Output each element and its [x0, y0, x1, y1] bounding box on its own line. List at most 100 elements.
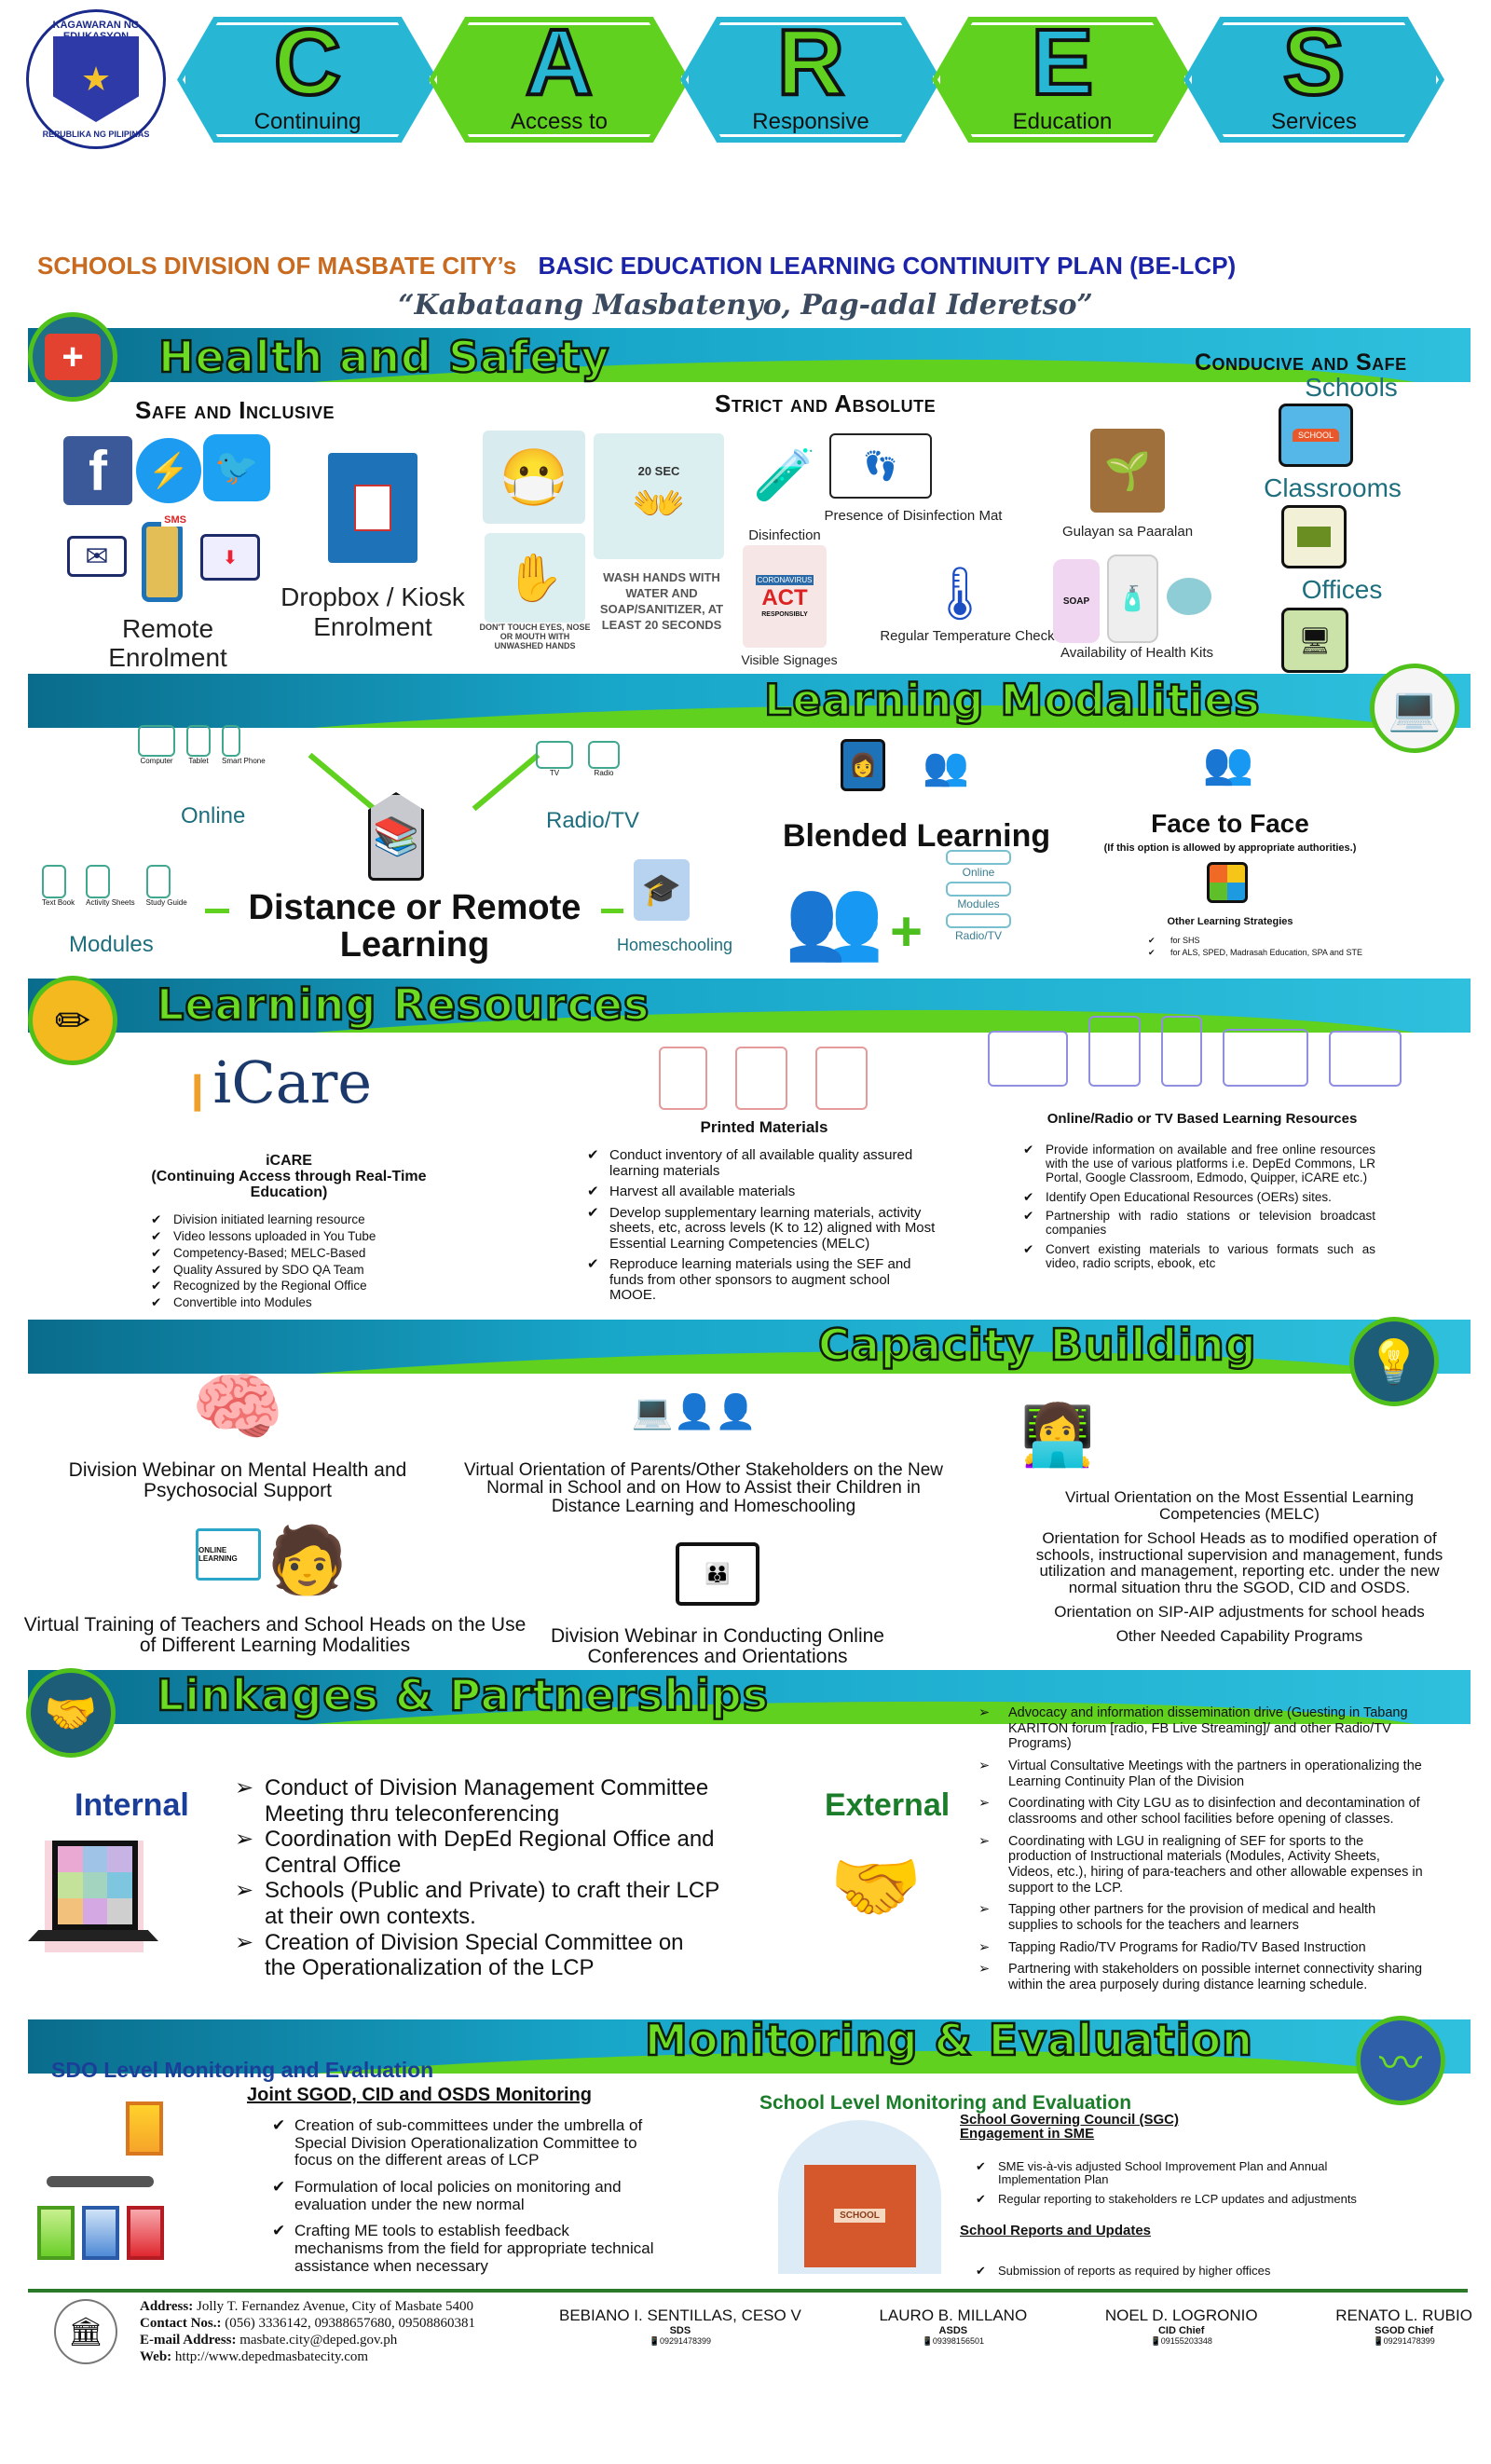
web-label: Web:: [140, 2349, 172, 2364]
external-item: Coordinating with City LGU as to disinfe…: [978, 1796, 1426, 1827]
puzzle-icon: [1207, 862, 1248, 903]
handshake-icon: 🤝: [26, 1668, 116, 1758]
web-link[interactable]: http://www.depedmasbatecity.com: [174, 2349, 369, 2364]
handwash-icon: 20 SEC👐: [594, 433, 724, 559]
capacity-program: Orientation on SIP-AIP adjustments for s…: [1054, 1603, 1425, 1622]
folder-download-icon: ⬇: [200, 534, 260, 581]
online-learning-screen-icon: ONLINE LEARNING: [196, 1528, 261, 1581]
device-label: Tablet: [188, 757, 209, 765]
official-name: NOEL D. LOGRONIO: [1104, 2307, 1258, 2324]
external-item: Tapping Radio/TV Programs for Radio/TV B…: [978, 1940, 1426, 1956]
reports-item: Submission of reports as required by hig…: [974, 2264, 1402, 2278]
cares-hex-e: E Education: [932, 17, 1193, 143]
footer-divider: [28, 2289, 1468, 2293]
timer-label: 20 SEC: [637, 463, 680, 478]
strict-absolute-heading: Strict and Absolute: [715, 390, 937, 418]
online-devices: Computer Tablet Smart Phone: [138, 725, 266, 765]
cares-word: Services: [1270, 109, 1358, 134]
icare-title: iCARE (Continuing Access through Real-Ti…: [140, 1153, 438, 1200]
address-label: Address:: [140, 2299, 194, 2314]
printed-item: Conduct inventory of all available quali…: [585, 1147, 939, 1179]
strategy-item: for SHS: [1146, 936, 1388, 946]
schools-label: Schools: [1305, 373, 1398, 402]
printed-item: Develop supplementary learning materials…: [585, 1205, 939, 1253]
printed-item: Reproduce learning materials using the S…: [585, 1256, 939, 1304]
blended-part: Modules: [957, 897, 1000, 911]
online-resource-icons: [988, 1016, 1402, 1087]
disinfection-mat-icon: 👣: [829, 433, 932, 499]
sdo-item: Creation of sub-committees under the umb…: [270, 2116, 662, 2170]
radio-tv-label: Radio/TV: [546, 808, 640, 833]
face-to-face-people-icon: 👥: [784, 873, 884, 964]
sdo-subheading: Joint SGOD, CID and OSDS Monitoring: [247, 2085, 592, 2105]
official-title: ASDS: [938, 2325, 968, 2336]
modalities-title: Learning Modalities: [763, 675, 1261, 725]
printed-list: Conduct inventory of all available quali…: [585, 1147, 939, 1307]
email-value[interactable]: masbate.city@deped.gov.ph: [239, 2333, 398, 2348]
homeschooling-icon: 🎓: [634, 859, 690, 921]
resources-title: Learning Resources: [156, 979, 650, 1030]
sdo-list: Creation of sub-committees under the umb…: [270, 2116, 662, 2279]
email-line: E-mail Address: masbate.city@deped.gov.p…: [140, 2332, 475, 2348]
contact-block: Address: Jolly T. Fernandez Avenue, City…: [140, 2298, 475, 2365]
phone-number: 09398156501: [932, 2336, 984, 2346]
strategy-item: for ALS, SPED, Madrasah Education, SPA a…: [1146, 948, 1388, 958]
resources-banner: [28, 979, 1470, 1033]
disinfection-mat-label: Presence of Disinfection Mat: [824, 508, 1003, 524]
icare-feature: Convertible into Modules: [149, 1295, 429, 1310]
online-devices-mini-icon: [946, 850, 1011, 865]
icare-features-list: Division initiated learning resource Vid…: [149, 1212, 429, 1313]
device-label: TV: [549, 769, 560, 777]
motto: “Kabataang Masbatenyo, Pag-adal Ideretso…: [398, 289, 1093, 322]
signage-top: CORONAVIRUS: [755, 575, 814, 585]
online-label: Online: [181, 803, 246, 828]
capacity-program: Other Needed Capability Programs: [1115, 1626, 1363, 1645]
study-desk-icon: 💻: [1370, 664, 1459, 753]
seal-bottom-text: REPUBLIKA NG PILIPINAS: [42, 130, 150, 139]
online-teacher-icon: 👩: [841, 739, 885, 791]
signage-poster-icon: CORONAVIRUS ACT RESPONSIBLY: [743, 545, 827, 648]
external-item: Virtual Consultative Meetings with the p…: [978, 1759, 1426, 1789]
internal-list: Conduct of Division Management Committee…: [235, 1775, 719, 1981]
modules-mini-icon: [946, 882, 1011, 897]
deped-seal: KAGAWARAN NG EDUKASYON ★ REPUBLIKA NG PI…: [26, 9, 166, 149]
sdo-heading: SDO Level Monitoring and Evaluation: [51, 2058, 434, 2082]
school-sign: SCHOOL: [834, 2209, 885, 2223]
cares-letter: E: [1030, 10, 1096, 115]
sdo-item: Crafting ME tools to establish feedback …: [270, 2223, 662, 2275]
external-item: Advocacy and information dissemination d…: [978, 1705, 1426, 1752]
teacher-icon: 🧑: [267, 1524, 349, 1596]
face-mask-icon: 😷: [483, 431, 585, 524]
external-item: Partnering with stakeholders on possible…: [978, 1962, 1426, 1992]
connector-line: [308, 752, 376, 812]
textbook-icon: [42, 865, 66, 898]
sms-phone-icon: SMS: [142, 513, 189, 602]
parents-orientation-item: Virtual Orientation of Parents/Other Sta…: [464, 1460, 943, 1516]
online-resource-item: Provide information on available and fre…: [1021, 1143, 1375, 1185]
phone-number: 09155203348: [1160, 2336, 1212, 2346]
dont-touch-face-icon: ✋: [485, 533, 585, 623]
printed-heading: Printed Materials: [700, 1118, 828, 1136]
soap-label: SOAP: [1062, 595, 1090, 607]
blended-learning-label: Blended Learning: [783, 818, 1051, 854]
radio-icon: [588, 741, 620, 769]
module-items: Text Book Activity Sheets Study Guide: [42, 865, 187, 907]
icare-logo-text: iCare: [212, 1048, 373, 1116]
modalities-banner: [28, 674, 1470, 728]
signage-bottom: RESPONSIBLY: [761, 611, 808, 618]
tutoring-icon: 👥: [923, 746, 969, 787]
phone-number: 09291478399: [659, 2336, 712, 2346]
virtual-handshake-icon: 🤝: [829, 1845, 923, 1928]
homeschooling-label: Homeschooling: [617, 936, 733, 954]
health-banner: [28, 328, 1470, 382]
other-strategies-label: Other Learning Strategies: [1167, 916, 1293, 927]
device-label: Computer: [140, 757, 173, 765]
reports-heading: School Reports and Updates: [960, 2223, 1152, 2238]
module-item-label: Study Guide: [145, 898, 187, 907]
virtual-meeting-people-icon: 💻👤👤: [631, 1392, 758, 1430]
monitor-icon: [988, 1031, 1068, 1087]
cares-word: Access to: [510, 109, 609, 134]
computer-icon: [138, 725, 175, 757]
torch-icon: ★: [53, 36, 139, 122]
internal-item: Schools (Public and Private) to craft th…: [235, 1878, 719, 1929]
